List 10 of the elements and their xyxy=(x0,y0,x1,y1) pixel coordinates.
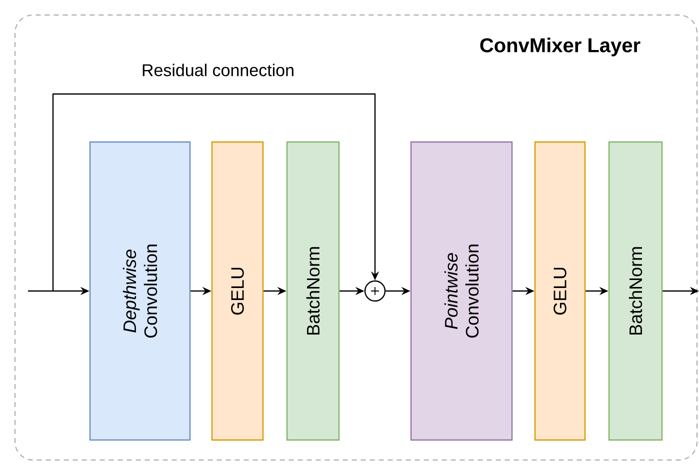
arrow xyxy=(52,93,380,291)
edge-label: Residual connection xyxy=(140,62,296,78)
convolution-box: Pointwise Convolution xyxy=(410,141,513,441)
activation-box: GELU xyxy=(211,141,264,441)
normalization-box: BatchNorm xyxy=(286,141,340,441)
convolution-box: Depthwise Convolution xyxy=(89,141,191,441)
normalization-box: BatchNorm xyxy=(608,141,663,441)
activation-box: GELU xyxy=(534,141,586,441)
layer-title: ConvMixer Layer xyxy=(480,38,640,56)
sum-circle xyxy=(364,280,386,302)
